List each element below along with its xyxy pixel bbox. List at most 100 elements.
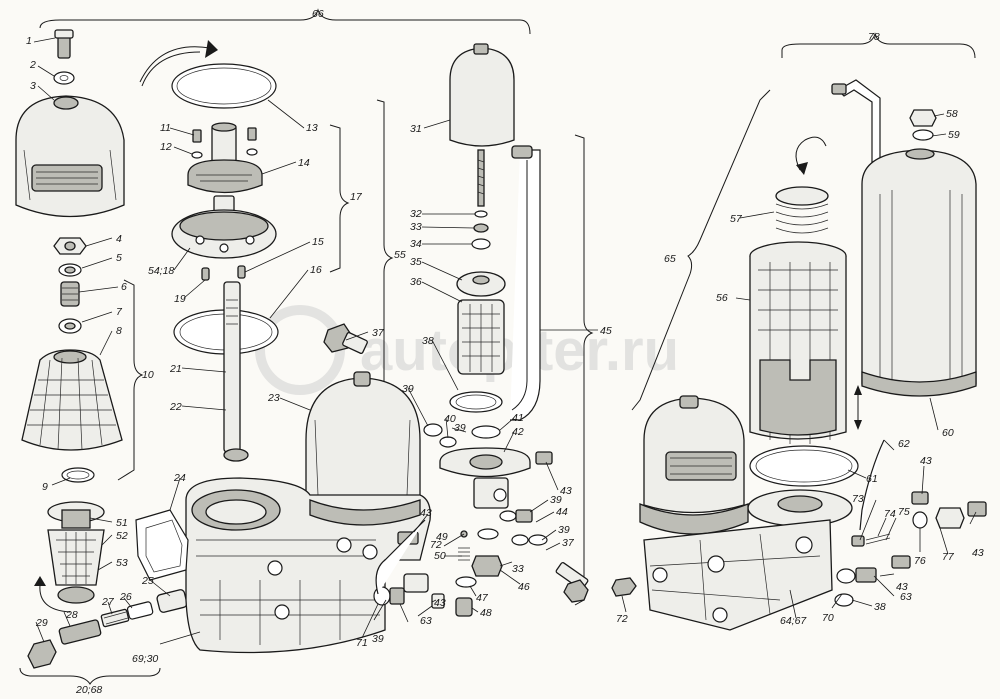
part-fine-filter-body-64-67 (639, 395, 833, 631)
callout-43-f: 43 (896, 581, 908, 593)
part-cap-31 (449, 43, 515, 207)
bracket-45 (574, 134, 594, 606)
part-filter-36 (457, 299, 505, 375)
callout-1: 1 (26, 35, 32, 47)
part-pin-19 (201, 267, 210, 281)
part-washer-2 (53, 71, 75, 85)
callout-39-e: 39 (372, 633, 384, 645)
part-fittings-39-44 (499, 509, 548, 546)
callout-31: 31 (410, 123, 422, 135)
callout-24: 24 (173, 472, 186, 484)
callout-78: 78 (868, 31, 880, 43)
rotation-arrow-inner (141, 51, 201, 87)
part-tube-fitting-45 (511, 145, 533, 159)
callout-75: 75 (898, 506, 910, 518)
callout-50: 50 (434, 550, 446, 562)
callout-11: 11 (160, 122, 171, 134)
callout-43-e: 43 (972, 547, 984, 559)
part-plug-46-48 (455, 528, 503, 617)
part-cap-3 (15, 95, 125, 218)
callout-43-c: 43 (434, 597, 446, 609)
part-plug-assembly-25-29 (27, 589, 188, 669)
callout-45: 45 (600, 325, 612, 337)
callout-23: 23 (267, 392, 280, 404)
part-pipe-62 (859, 439, 885, 531)
callout-16: 16 (310, 264, 322, 276)
callout-21: 21 (169, 363, 182, 375)
callout-10: 10 (142, 369, 154, 381)
bracket-65 (631, 89, 771, 411)
part-ring-9 (61, 467, 95, 483)
part-cover-plate (747, 489, 853, 527)
callout-17: 17 (350, 191, 363, 203)
rotation-arrow-icon-right (795, 136, 827, 171)
direction-arrowhead-down (854, 420, 862, 430)
bracket-78 (781, 32, 976, 59)
bracket-20-68 (19, 667, 161, 685)
part-o-ring-13 (171, 63, 277, 109)
part-shaft-21-22 (223, 281, 249, 462)
rotation-arrowhead-icon-left (34, 576, 46, 586)
callout-59: 59 (948, 129, 960, 141)
callout-36: 36 (410, 276, 422, 288)
callout-60: 60 (942, 427, 954, 439)
part-filter-cup-51-53 (47, 501, 105, 604)
callout-6: 6 (121, 281, 127, 293)
part-plug-43-center (535, 451, 553, 465)
callout-43-a: 43 (560, 485, 572, 497)
bracket-10 (117, 279, 144, 481)
callout-69-30: 69;30 (132, 653, 158, 665)
callout-48: 48 (480, 607, 492, 619)
callout-65: 65 (664, 253, 676, 265)
part-washer-32 (474, 210, 488, 218)
callout-32: 32 (410, 208, 422, 220)
callout-9: 9 (42, 481, 48, 493)
part-rotor-cover-14 (187, 122, 263, 194)
part-housing-69-30 (185, 477, 431, 654)
callout-55: 55 (394, 249, 406, 261)
callout-35: 35 (410, 256, 422, 268)
callout-58: 58 (946, 108, 958, 120)
callout-7: 7 (116, 306, 123, 318)
part-plug-72-right (611, 577, 637, 597)
part-bolt-1 (54, 29, 74, 59)
bracket-17 (329, 124, 350, 273)
callout-4: 4 (116, 233, 122, 245)
part-bolt-58-59 (909, 109, 937, 141)
callout-71: 71 (356, 637, 368, 649)
callout-66: 66 (312, 8, 324, 20)
rotation-arrowhead-icon (205, 40, 218, 58)
callout-28: 28 (65, 609, 78, 621)
callout-38-top: 38 (422, 335, 434, 347)
callout-73: 73 (852, 493, 864, 505)
callout-12: 12 (160, 141, 172, 153)
part-gasket-24 (135, 509, 189, 581)
part-housing-60 (861, 148, 977, 397)
part-pin-15 (237, 265, 246, 279)
callout-15: 15 (312, 236, 324, 248)
rotation-arrow-icon (139, 46, 211, 83)
part-cover-35 (456, 271, 506, 297)
part-spring-57 (775, 186, 829, 234)
direction-arrowhead-up (854, 385, 862, 395)
callout-74: 74 (884, 508, 896, 520)
part-filter-element-8 (21, 349, 123, 451)
callout-41: 41 (512, 412, 524, 424)
callout-22: 22 (169, 401, 182, 413)
callout-38-right: 38 (874, 601, 886, 613)
part-tube-71 (375, 519, 426, 595)
part-nut-4 (53, 237, 87, 255)
callout-25: 25 (141, 575, 154, 587)
part-spring-49-50 (458, 530, 470, 561)
callout-70: 70 (822, 612, 834, 624)
callout-51: 51 (116, 517, 128, 529)
callout-49: 49 (436, 531, 448, 543)
callout-39-b: 39 (454, 422, 466, 434)
callout-40: 40 (444, 413, 456, 425)
callout-14: 14 (298, 157, 310, 169)
part-screws-11-12 (191, 127, 258, 159)
callout-42: 42 (512, 426, 524, 438)
callout-47: 47 (476, 592, 489, 604)
callout-76: 76 (914, 555, 926, 567)
